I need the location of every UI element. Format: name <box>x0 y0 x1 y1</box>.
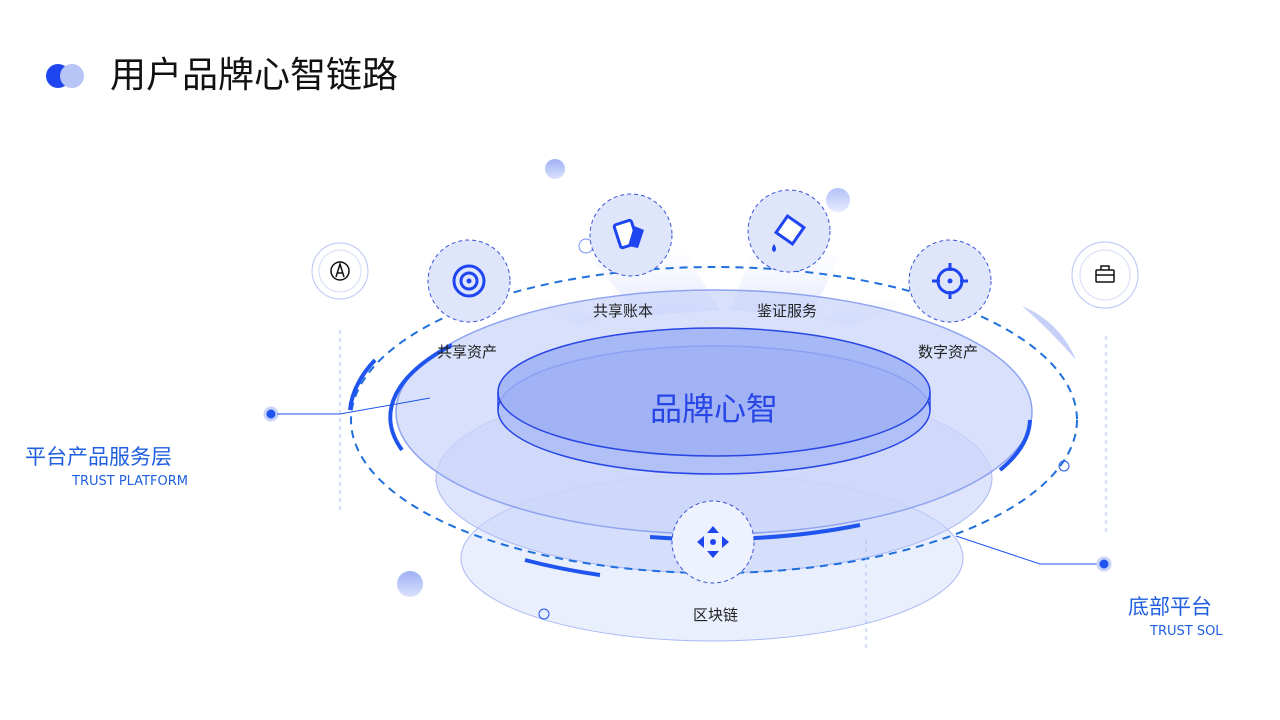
decor-swoosh <box>1022 306 1076 360</box>
accent-arc <box>524 558 601 577</box>
node-shared-assets[interactable] <box>427 239 511 323</box>
pen-nib-node <box>311 242 369 300</box>
node-shared-ledger[interactable] <box>589 193 673 277</box>
node-digital-assets[interactable] <box>908 239 992 323</box>
node-blockchain[interactable] <box>671 500 755 584</box>
decor-blob <box>826 188 850 212</box>
center-label: 品牌心智 <box>650 390 779 428</box>
decor-blob <box>397 571 423 597</box>
paint-bucket-icon <box>772 213 807 252</box>
left-leader <box>263 397 431 422</box>
crosshair-icon <box>932 263 968 299</box>
target-icon <box>452 264 486 298</box>
accent-arc <box>348 358 377 411</box>
accent-arc <box>388 343 453 452</box>
right-callout-title: 底部平台 <box>1128 595 1212 619</box>
cards-icon <box>612 218 644 250</box>
node-auth-service[interactable] <box>747 189 831 273</box>
right-leader <box>955 535 1112 572</box>
right-callout-subtitle: TRUST SOL <box>1150 624 1223 639</box>
page-title: 用户品牌心智链路 <box>110 55 399 96</box>
decor-blob <box>545 159 565 179</box>
toolbox-icon <box>1095 265 1115 283</box>
accent-arc <box>998 419 1032 472</box>
left-callout-subtitle: TRUST PLATFORM <box>72 474 188 489</box>
arrows-icon <box>697 526 729 558</box>
label-blockchain: 区块链 <box>693 606 739 624</box>
label-digital-assets: 数字资产 <box>918 343 979 361</box>
inner-disc-side <box>497 392 931 410</box>
pen-nib-icon <box>330 261 350 281</box>
ring-marker <box>538 608 550 620</box>
left-callout-title: 平台产品服务层 <box>25 445 172 469</box>
ring-marker <box>1058 460 1070 472</box>
label-shared-ledger: 共享账本 <box>593 302 654 320</box>
title-dot-overlay-icon <box>60 64 84 88</box>
toolbox-node <box>1071 241 1139 309</box>
label-shared-assets: 共享资产 <box>437 343 498 361</box>
label-auth-service: 鉴证服务 <box>757 302 818 320</box>
